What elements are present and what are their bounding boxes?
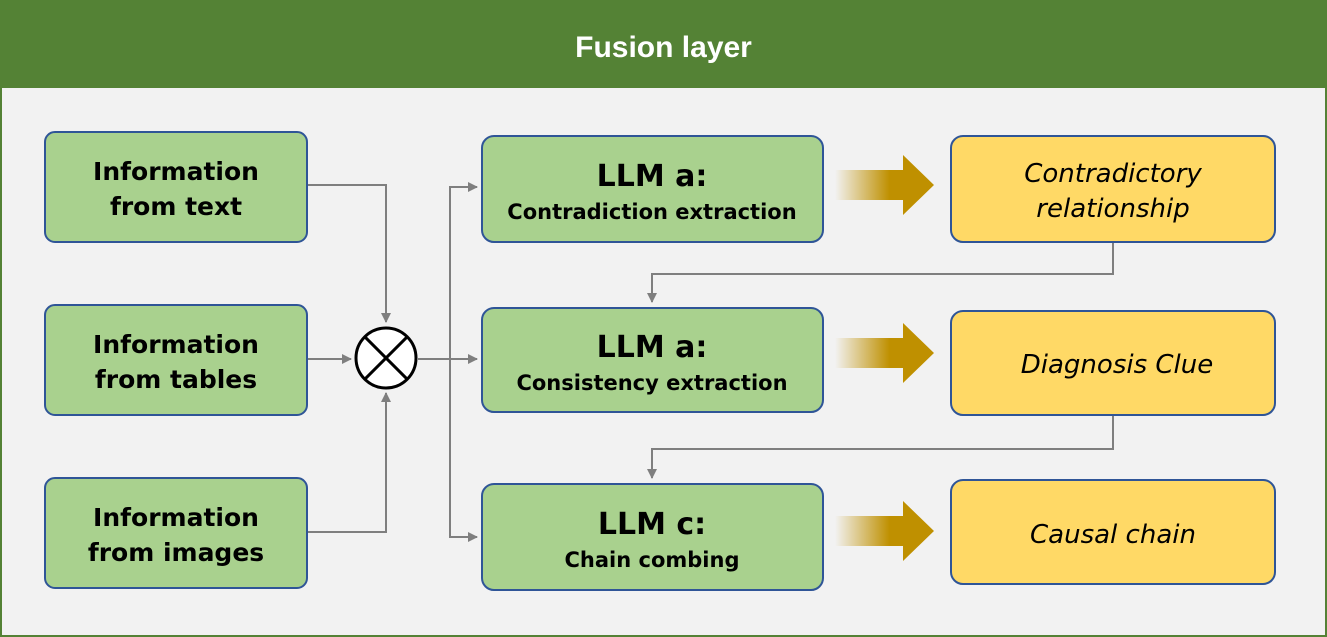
- connector-fusion-to-llm-3: [449, 359, 478, 542]
- llm-1-title: LLM a:: [597, 159, 708, 194]
- input-box-images: Information from images: [44, 477, 308, 589]
- input-tables-line1: Information: [93, 330, 259, 359]
- input-tables-line2: from tables: [95, 365, 257, 394]
- output-box-causal: Causal chain: [950, 479, 1276, 585]
- connector-text-to-fusion: [307, 184, 391, 323]
- llm-2-subtitle: Consistency extraction: [516, 371, 787, 395]
- output-3-line1: Causal chain: [1030, 520, 1196, 550]
- input-text-line2: from text: [110, 192, 242, 221]
- output-box-diagnosis: Diagnosis Clue: [950, 310, 1276, 416]
- fusion-operator-icon: [354, 326, 418, 390]
- llm-2-title: LLM a:: [597, 330, 708, 365]
- output-2-line1: Diagnosis Clue: [1021, 350, 1214, 380]
- llm-3-subtitle: Chain combing: [565, 548, 740, 572]
- llm-box-contradiction: LLM a: Contradiction extraction: [481, 135, 824, 243]
- arrow-right-icon-1: [835, 155, 934, 215]
- header-title: Fusion layer: [575, 31, 752, 64]
- input-images-line2: from images: [88, 538, 264, 567]
- input-text-line1: Information: [93, 157, 259, 186]
- llm-3-title: LLM c:: [598, 507, 706, 542]
- output-box-contradictory: Contradictory relationship: [950, 135, 1276, 243]
- input-box-text: Information from text: [44, 131, 308, 243]
- input-images-line1: Information: [93, 503, 259, 532]
- output-1-line2: relationship: [1036, 194, 1189, 224]
- output-1-line1: Contradictory: [1024, 159, 1202, 189]
- connector-images-to-fusion: [307, 392, 391, 533]
- arrow-right-icon-2: [835, 323, 934, 383]
- connector-output-2-to-llm-3: [647, 416, 1114, 479]
- connector-output-1-to-llm-2: [647, 243, 1114, 303]
- arrow-right-icon-3: [835, 501, 934, 561]
- header-bar: [1, 1, 1326, 88]
- llm-box-chain: LLM c: Chain combing: [481, 483, 824, 591]
- input-box-tables: Information from tables: [44, 304, 308, 416]
- llm-1-subtitle: Contradiction extraction: [507, 200, 796, 224]
- connector-fusion-to-llm-1: [449, 182, 478, 359]
- llm-box-consistency: LLM a: Consistency extraction: [481, 307, 824, 413]
